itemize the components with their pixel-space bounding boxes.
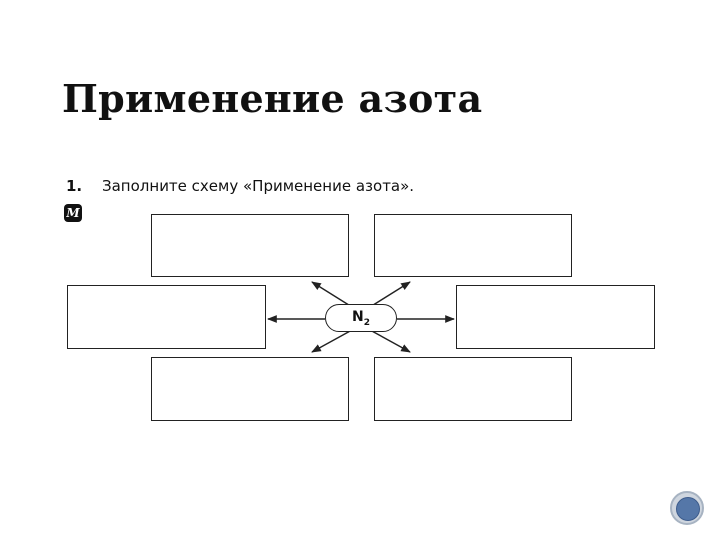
answer-box-middle-left[interactable] bbox=[67, 285, 266, 349]
answer-box-middle-right[interactable] bbox=[456, 285, 655, 349]
answer-box-bottom-left[interactable] bbox=[151, 357, 349, 421]
task-badge-icon: М bbox=[64, 204, 82, 222]
hub-subscript: 2 bbox=[363, 317, 370, 328]
arrow-bottom-left bbox=[311, 329, 353, 353]
circle-button-icon[interactable] bbox=[670, 491, 704, 525]
arrow-top-right bbox=[369, 281, 411, 308]
slide-title: Применение азота bbox=[62, 76, 483, 121]
task-instruction: Заполните схему «Применение азота». bbox=[102, 177, 415, 195]
nitrogen-hub: N2 bbox=[325, 304, 397, 332]
arrow-top-left bbox=[311, 281, 353, 308]
answer-box-top-left[interactable] bbox=[151, 214, 349, 277]
answer-box-bottom-right[interactable] bbox=[374, 357, 572, 421]
hub-label: N bbox=[352, 309, 364, 325]
arrow-bottom-right bbox=[369, 329, 411, 353]
task-number: 1. bbox=[66, 177, 83, 195]
answer-box-top-right[interactable] bbox=[374, 214, 572, 277]
circle-button-inner bbox=[676, 497, 700, 521]
